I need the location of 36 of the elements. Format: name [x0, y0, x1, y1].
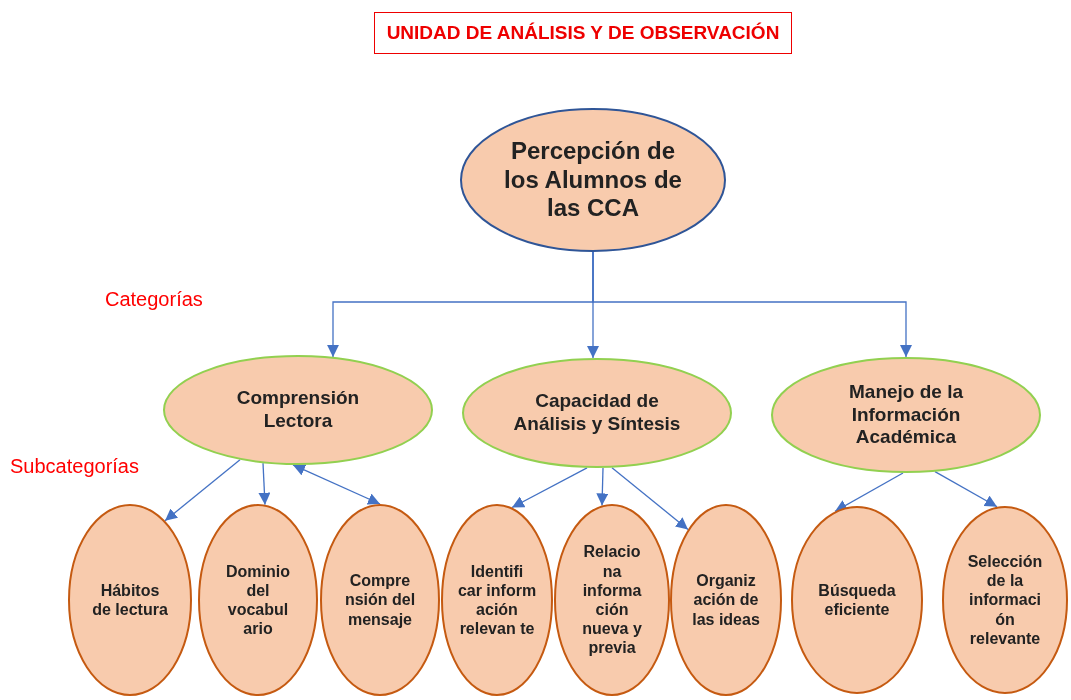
- ellipse-node: [771, 357, 1041, 473]
- ellipse-node: [462, 358, 732, 468]
- title: UNIDAD DE ANÁLISIS Y DE OBSERVACIÓN: [374, 12, 792, 54]
- arrow: [611, 467, 689, 531]
- node-text: Identifi car inform ación relevan te: [457, 561, 537, 639]
- arrow: [164, 459, 241, 522]
- node-text: Capacidad de Análisis y Síntesis: [512, 390, 682, 436]
- arrow: [596, 467, 609, 507]
- ellipse-node: [198, 504, 318, 696]
- ellipse-node: [441, 504, 553, 696]
- node-text: Percepción de los Alumnos de las CCA: [503, 136, 683, 224]
- arrow: [511, 467, 588, 509]
- node-text: Hábitos de lectura: [91, 580, 169, 620]
- node-text: Dominio del vocabul ario: [225, 561, 291, 639]
- node-text: Relacio na informa ción nueva y previa: [581, 542, 643, 658]
- arrow: [292, 464, 381, 505]
- node-text: Comprensión Lectora: [235, 387, 361, 433]
- node-text: Manejo de la Información Académica: [848, 380, 964, 450]
- arrow: [258, 462, 271, 506]
- ellipse-node: [670, 504, 782, 696]
- arrow: [934, 471, 998, 508]
- section-label: Categorías: [105, 288, 203, 311]
- ellipse-node: [460, 108, 726, 252]
- ellipse-node: [554, 504, 670, 696]
- ellipse-node: [942, 506, 1068, 694]
- arrow: [592, 251, 912, 358]
- node-text: Organiz ación de las ideas: [691, 571, 761, 629]
- ellipse-node: [791, 506, 923, 694]
- ellipse-node: [320, 504, 440, 696]
- node-text: Selección de la informaci ón relevante: [966, 552, 1044, 648]
- node-text: Compre nsión del mensaje: [343, 571, 417, 629]
- ellipse-node: [68, 504, 192, 696]
- node-text: Búsqueda eficiente: [817, 580, 897, 620]
- section-label: Subcategorías: [10, 455, 139, 478]
- arrow: [834, 472, 904, 513]
- ellipse-node: [163, 355, 433, 465]
